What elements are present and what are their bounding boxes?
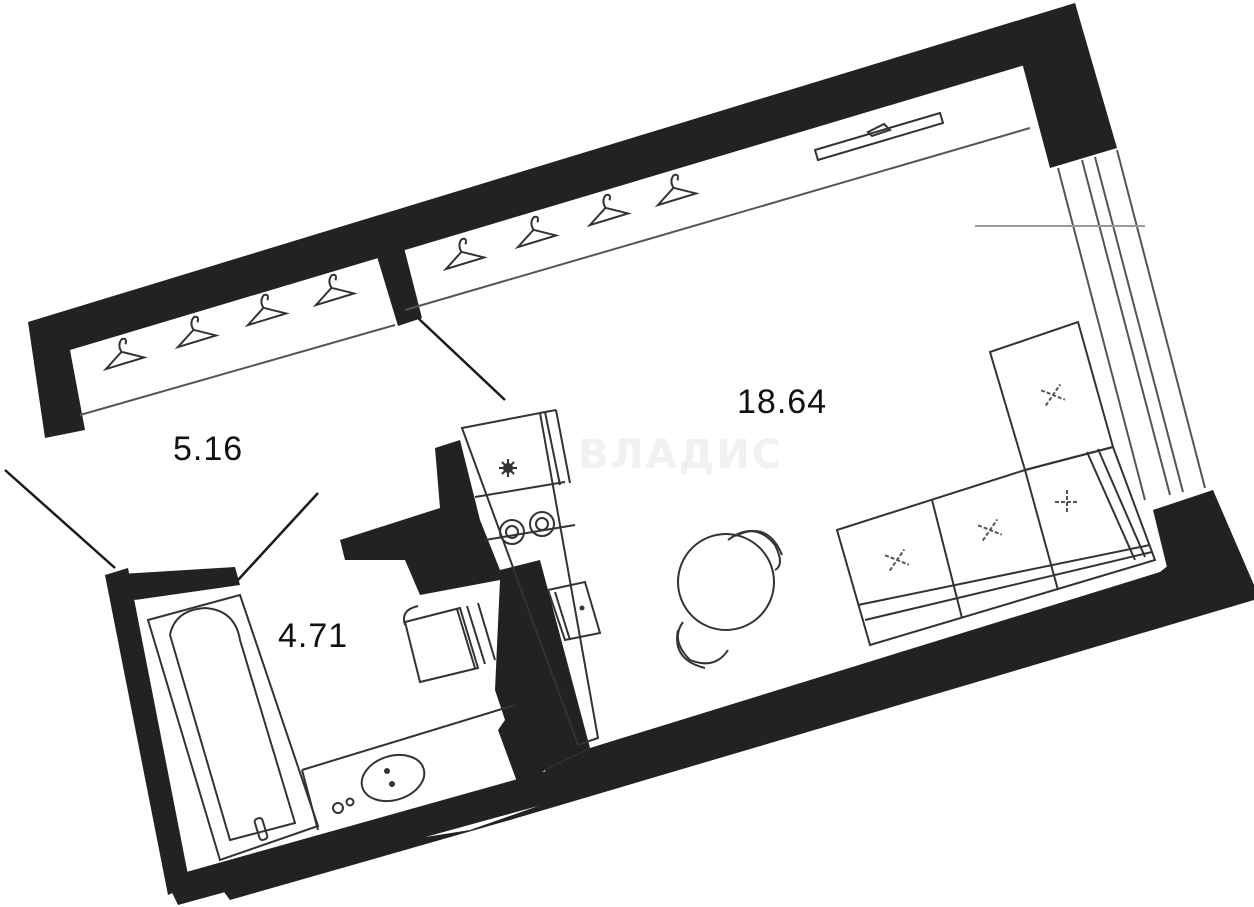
door-wardrobe-living [417,317,506,401]
kitchen-sink-icon [546,580,602,642]
hanger-icon [514,215,560,250]
watermark-logo: ВЛАДИС [578,432,784,478]
extractor-hood-icon [499,459,517,477]
washbasin [301,704,516,831]
wall-shelf-tv [813,111,945,162]
stove-burner-icon [529,511,555,537]
cushion-icon [1040,383,1066,407]
stove-burner-icon [499,519,525,545]
area-label-hallway: 5.16 [173,430,244,468]
wall-top-right-pillar [1020,3,1117,168]
hanger-icon [312,273,358,308]
hanger-icon [586,193,632,228]
cushion-icon [977,518,1003,542]
kitchen-counter [460,409,602,747]
toilet [402,602,496,684]
wall-top [28,3,1115,438]
bathtub [146,593,320,862]
area-label-living-room: 18.64 [737,383,828,421]
wardrobe-hallway [79,273,396,416]
door-entrance [4,469,116,569]
wall-bottom [215,560,1254,900]
hanger-icon [102,337,148,372]
hanger-icon [442,237,488,272]
wall-wardrobe-divider [372,232,422,326]
wall-bathroom-left [105,568,190,895]
door-bathroom [237,492,319,581]
wall-central-block [340,440,590,790]
wall-bathroom-bottom [165,770,560,905]
corner-sofa [835,320,1157,647]
hanger-icon [244,293,290,328]
window-right [975,149,1206,501]
wall-bathroom-top [105,567,240,600]
cushion-icon [1055,490,1079,514]
cushion-icon [884,548,910,572]
dining-table [676,530,783,669]
hanger-icon [654,173,700,208]
hanger-icon [174,315,220,350]
area-label-bathroom: 4.71 [278,617,349,655]
wardrobe-living [404,127,1031,311]
